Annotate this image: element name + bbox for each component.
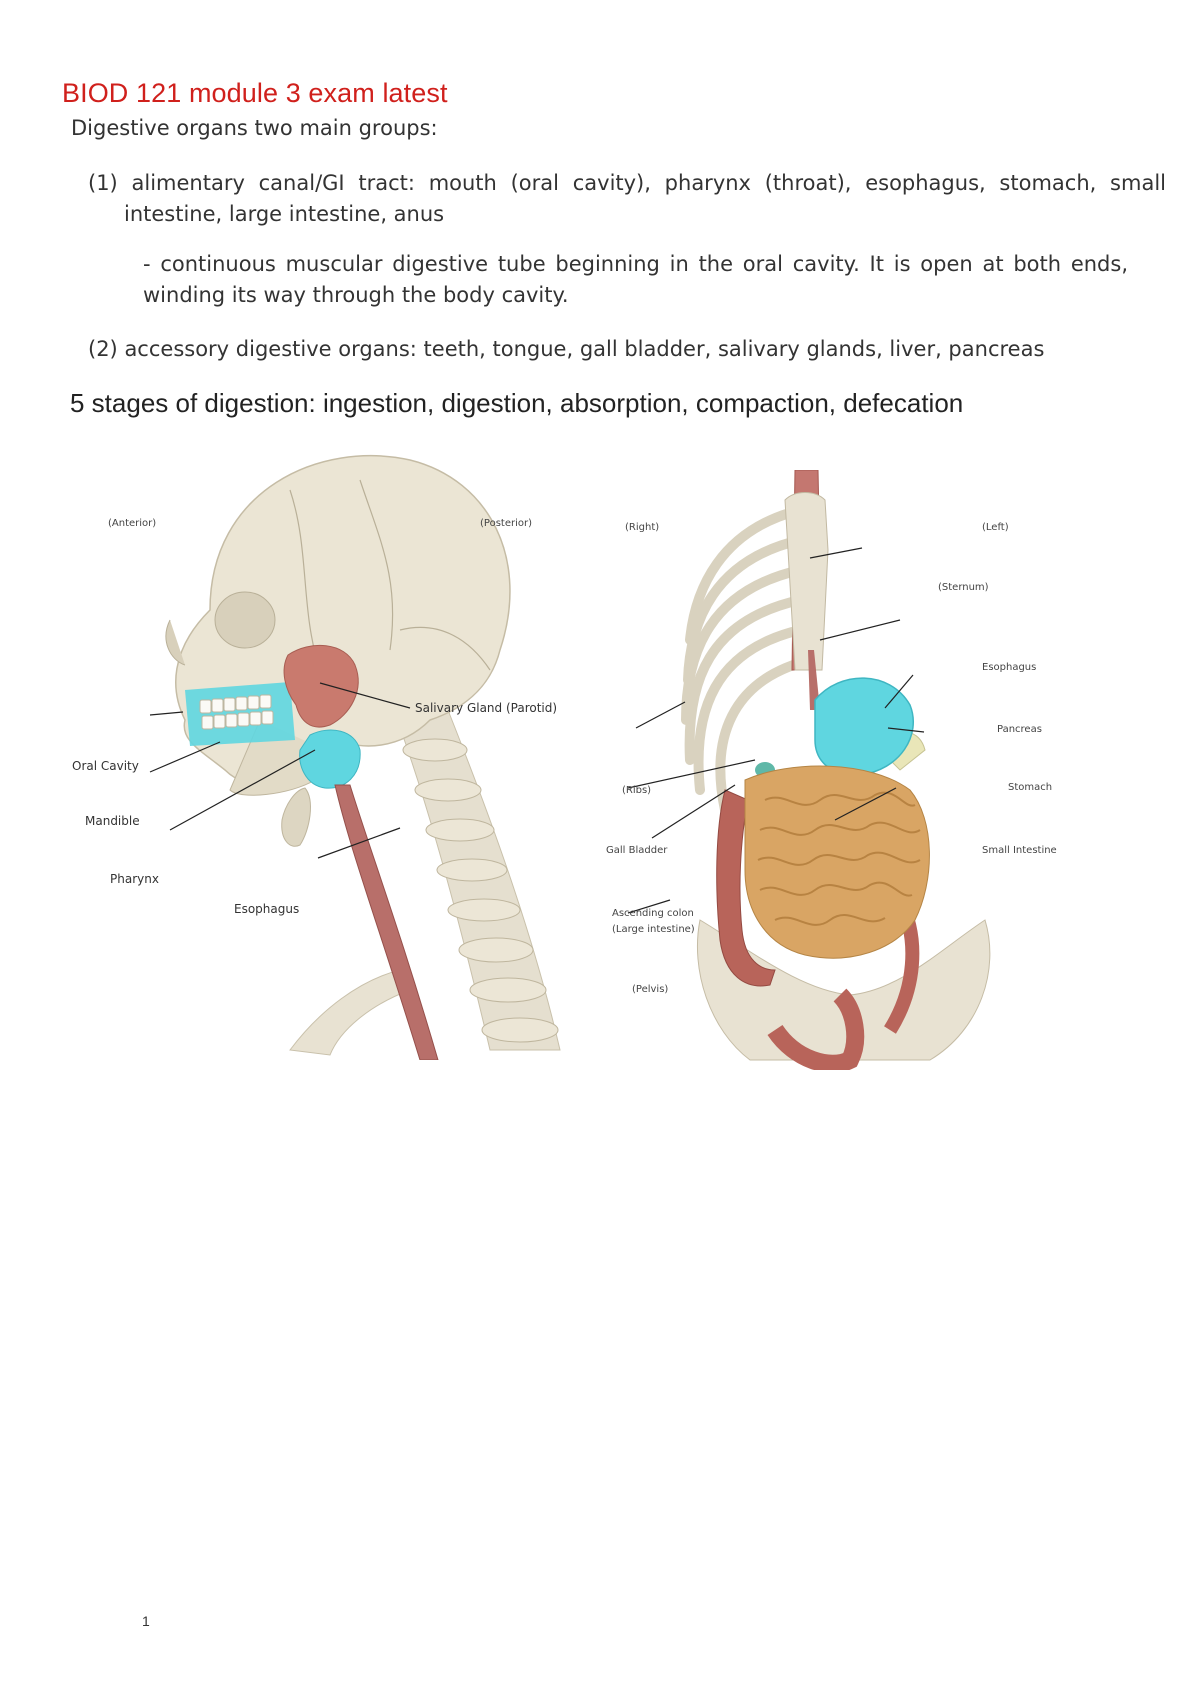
oral-cavity-highlight: [185, 682, 295, 746]
digestion-stages: 5 stages of digestion: ingestion, digest…: [70, 388, 964, 418]
section-heading: Digestive organs two main groups:: [71, 116, 438, 140]
head-neck-anatomy-figure: (Anterior) (Posterior) Salivary Gland (P…: [60, 450, 620, 1060]
pelvis: [696, 919, 991, 1061]
sternum: [784, 492, 829, 671]
label-pancreas: Pancreas: [997, 724, 1042, 735]
label-posterior: (Posterior): [480, 518, 532, 529]
group-2-number: (2): [88, 337, 118, 361]
label-esophagus: Esophagus: [234, 902, 299, 916]
torso-illustration: (Right) (Left) (Sternum) Esophagus Pancr…: [606, 470, 1057, 1070]
label-ribs: (Ribs): [622, 785, 651, 796]
label-small-intestine: Small Intestine: [982, 845, 1057, 856]
label-ascending-colon: Ascending colon: [612, 908, 694, 919]
label-mandible: Mandible: [85, 814, 140, 828]
label-stomach: Stomach: [1008, 782, 1052, 793]
label-left: (Left): [982, 522, 1009, 533]
label-oral-cavity: Oral Cavity: [72, 759, 139, 773]
label-gall-bladder: Gall Bladder: [606, 845, 668, 856]
group-1-number: (1): [88, 171, 118, 195]
torso-anatomy-figure: (Right) (Left) (Sternum) Esophagus Pancr…: [600, 470, 1100, 1070]
label-salivary-gland: Salivary Gland (Parotid): [415, 701, 557, 715]
pharynx-highlight: [299, 729, 361, 789]
label-sternum: (Sternum): [938, 582, 989, 593]
rib-cage: [681, 505, 815, 815]
group-2-paragraph: (2) accessory digestive organs: teeth, t…: [88, 334, 1130, 365]
document-title: BIOD 121 module 3 exam latest: [62, 78, 448, 108]
small-intestine: [744, 765, 930, 959]
large-intestine: [716, 789, 776, 987]
label-pelvis: (Pelvis): [632, 984, 668, 995]
cervical-spine: [389, 689, 561, 1051]
page-number: 1: [142, 1613, 150, 1629]
esophagus-tube: [334, 784, 439, 1060]
label-large-intestine: (Large intestine): [612, 924, 695, 935]
group-2-text: accessory digestive organs: teeth, tongu…: [124, 337, 1045, 361]
group-1-detail: - continuous muscular digestive tube beg…: [143, 252, 1128, 307]
group-1-paragraph: (1) alimentary canal/GI tract: mouth (or…: [88, 168, 1166, 230]
label-right: (Right): [625, 522, 659, 533]
label-anterior: (Anterior): [108, 518, 156, 529]
label-esophagus: Esophagus: [982, 662, 1036, 673]
label-pharynx: Pharynx: [110, 872, 159, 886]
group-1-text: alimentary canal/GI tract: mouth (oral c…: [124, 171, 1166, 226]
parotid-gland: [283, 644, 359, 728]
head-neck-illustration: (Anterior) (Posterior) Salivary Gland (P…: [72, 455, 561, 1060]
